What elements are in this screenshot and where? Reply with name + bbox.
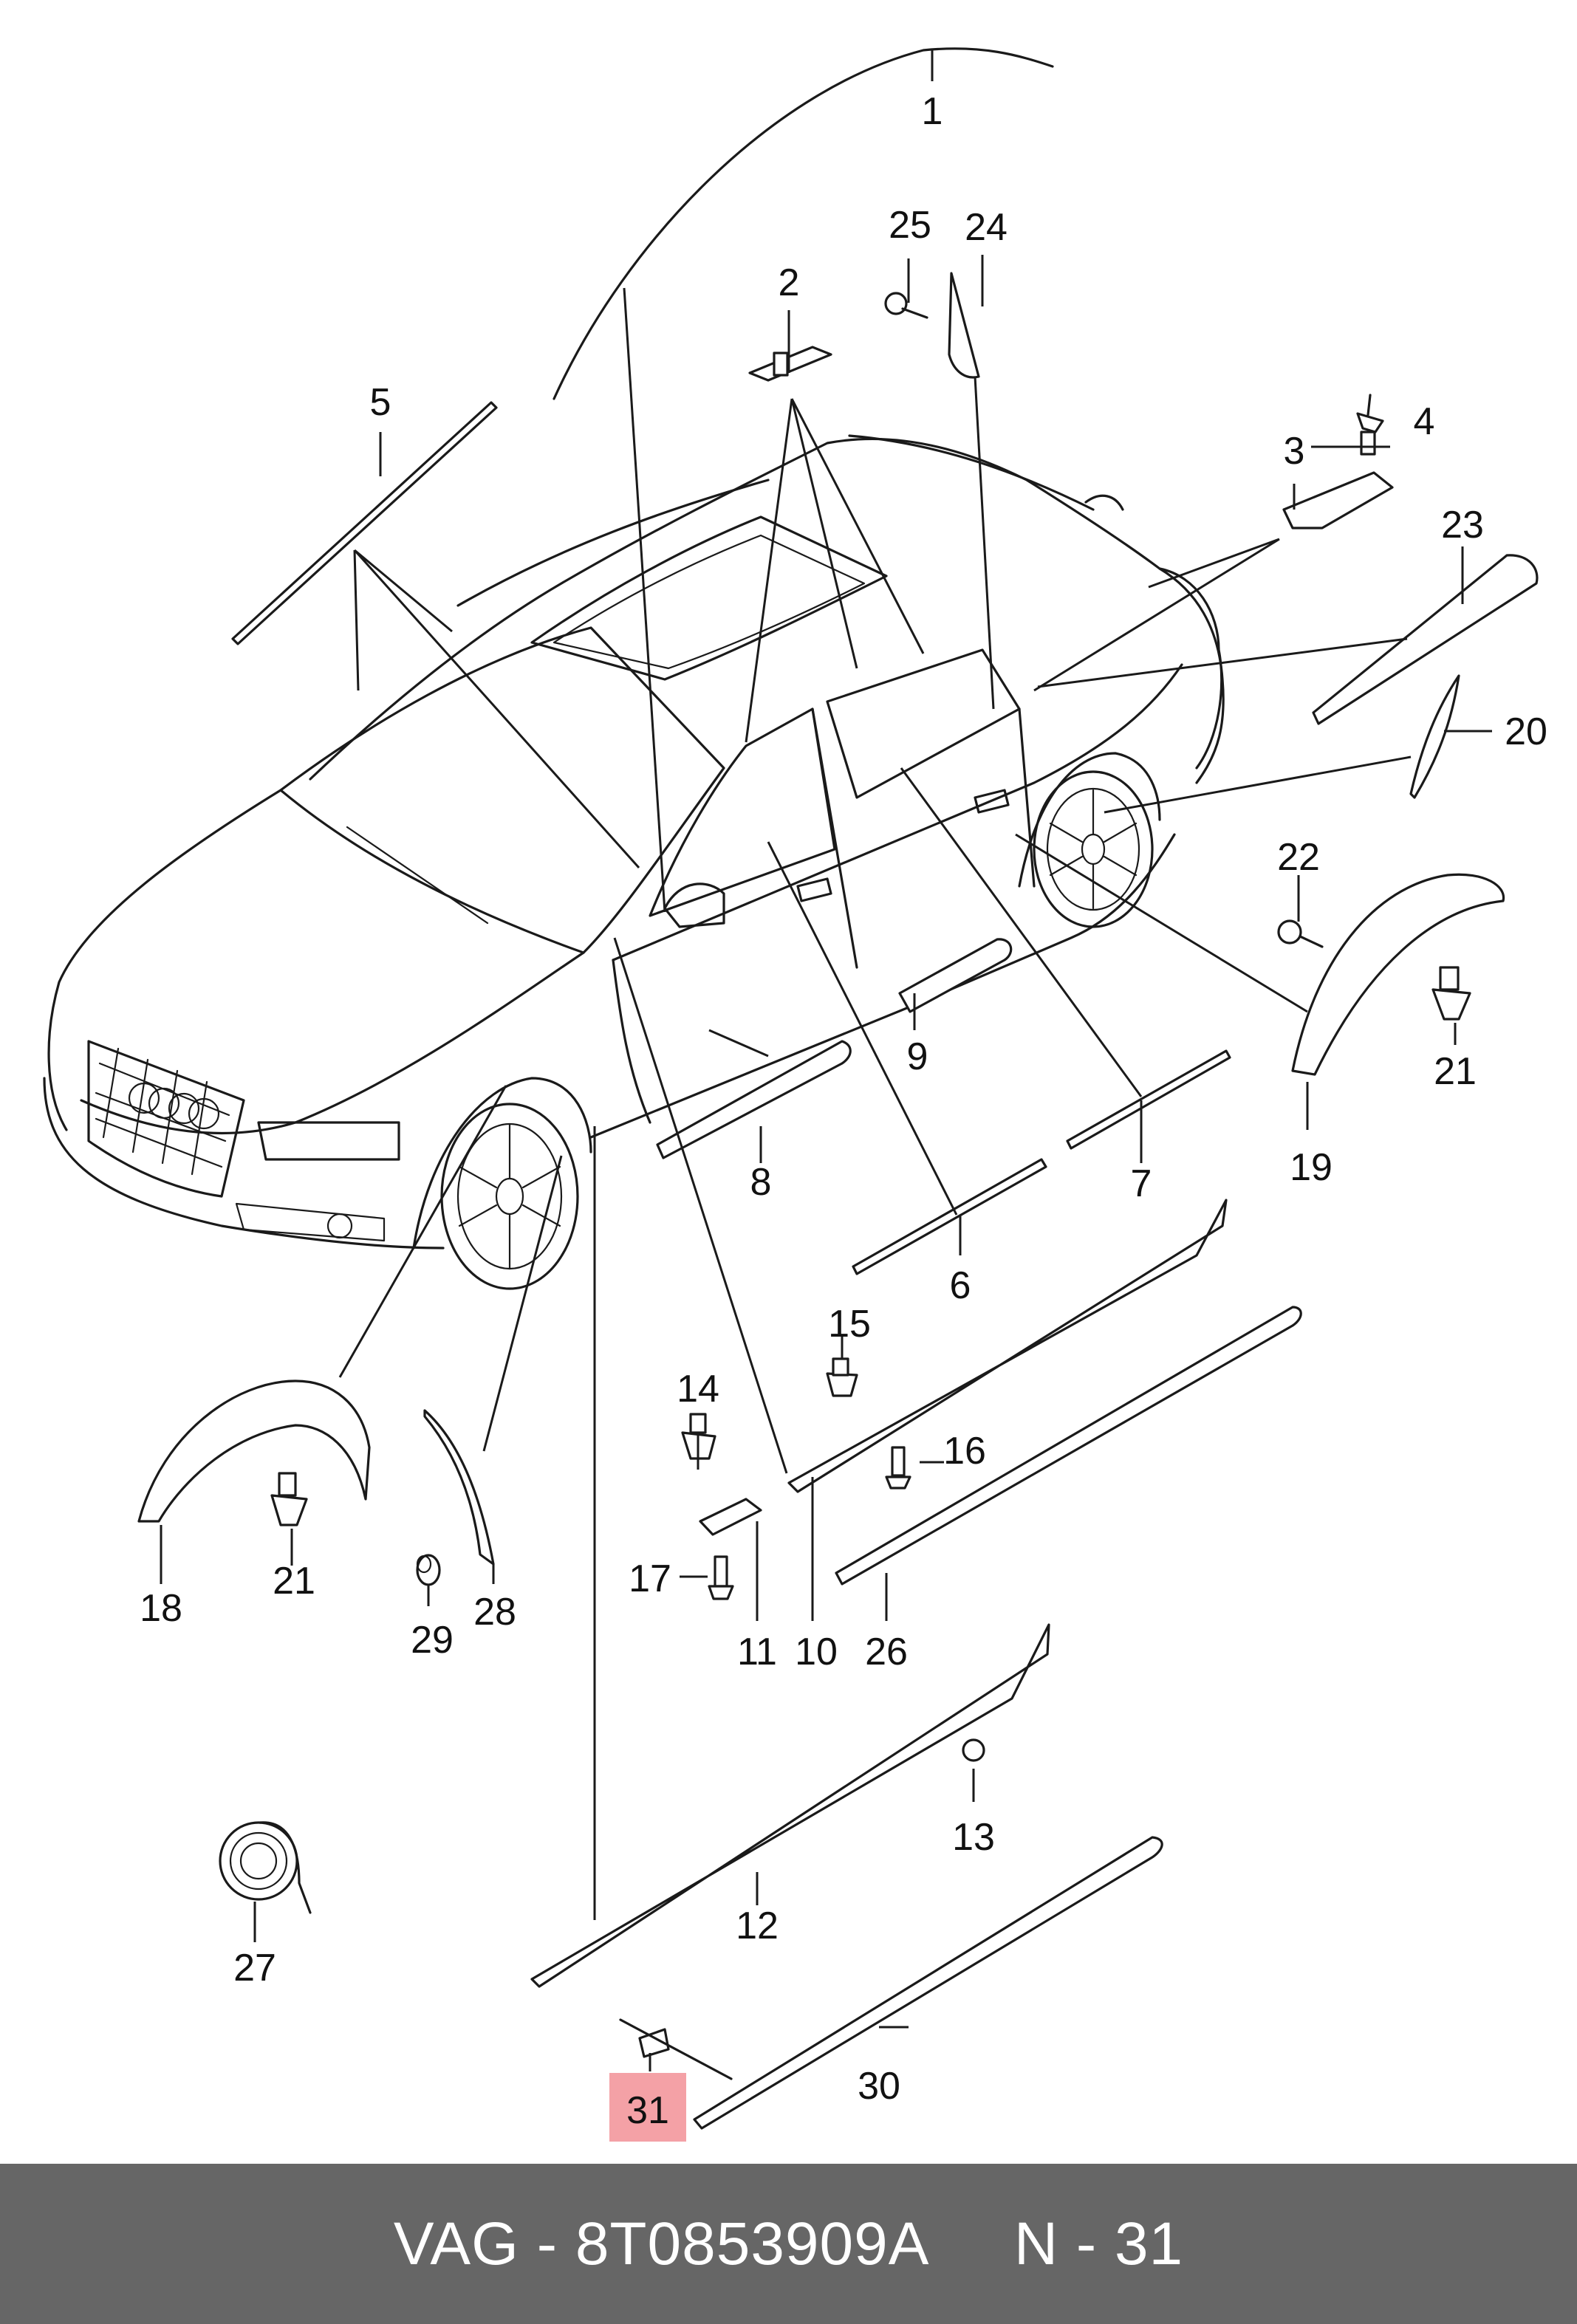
part-9-door-trim <box>898 938 1013 1013</box>
callout-17: 17 <box>629 1557 671 1600</box>
highlight-box-31 <box>609 2073 686 2142</box>
exploded-parts-diagram: 1 2 3 4 5 6 7 8 9 10 11 12 13 14 15 16 1… <box>43 47 1547 2142</box>
car-illustration <box>43 434 1225 1290</box>
part-20-strip <box>1409 674 1460 799</box>
position-separator: - <box>1075 2210 1098 2277</box>
callout-24: 24 <box>965 206 1008 249</box>
part-17-screw <box>708 1555 734 1600</box>
callout-10: 10 <box>795 1631 838 1673</box>
part-13-nut <box>962 1738 985 1762</box>
callout-30: 30 <box>858 2065 900 2108</box>
part-10-sill <box>787 1199 1228 1493</box>
part-19-rear-arch <box>1291 873 1505 1076</box>
callout-26: 26 <box>865 1631 908 1673</box>
callout-9: 9 <box>907 1035 928 1078</box>
callout-5: 5 <box>370 381 391 424</box>
part-31-clip <box>619 2018 733 2080</box>
callout-21-left: 21 <box>273 1560 315 1603</box>
callout-4: 4 <box>1414 400 1435 443</box>
part-4-rivet <box>1356 394 1384 456</box>
part-8-front-door-trim <box>656 1040 852 1159</box>
rear-wheel <box>1033 770 1154 928</box>
parts <box>137 47 1539 2130</box>
part-15-clip <box>826 1357 858 1397</box>
callout-3: 3 <box>1284 430 1305 473</box>
part-6-strip <box>852 1158 1047 1275</box>
callout-2: 2 <box>779 261 800 304</box>
callout-20: 20 <box>1505 710 1547 753</box>
part-info-text: VAG - 8T0853909A N - 31 <box>394 2210 1183 2279</box>
part-26-sill-strip <box>835 1306 1302 1586</box>
part-12-lower-sill <box>530 1623 1050 1988</box>
callout-7: 7 <box>1131 1162 1152 1205</box>
part-11-clip-housing <box>699 1498 762 1536</box>
callout-28: 28 <box>473 1591 516 1634</box>
leader-lines <box>160 50 1492 2071</box>
part-27-tape-roll <box>219 1821 312 1914</box>
front-wheel <box>440 1103 579 1290</box>
callout-18: 18 <box>140 1587 182 1630</box>
part-5-windshield-trim <box>231 401 498 645</box>
callout-12: 12 <box>736 1905 779 1947</box>
part-7-strip <box>1066 1049 1231 1150</box>
callout-21-right: 21 <box>1434 1050 1477 1093</box>
callout-11: 11 <box>737 1631 777 1673</box>
callout-19: 19 <box>1290 1146 1333 1189</box>
part-29-grommet <box>416 1554 441 1586</box>
part-21-clip-right <box>1431 966 1471 1021</box>
callout-25: 25 <box>889 204 931 247</box>
brand-separator: - <box>536 2210 558 2277</box>
callout-27: 27 <box>233 1947 276 1989</box>
part-16-screw <box>885 1446 911 1490</box>
callout-22: 22 <box>1277 836 1320 879</box>
callout-15: 15 <box>828 1303 871 1346</box>
part-28-strip <box>423 1409 495 1566</box>
callout-labels: 1 2 3 4 5 6 7 8 9 10 11 12 13 14 15 16 1… <box>140 90 1547 2142</box>
part-info-footer: VAG - 8T0853909A N - 31 <box>0 2164 1577 2324</box>
part-30-lower-trim <box>693 1836 1163 2130</box>
part-25-screw <box>884 292 928 319</box>
callout-6: 6 <box>950 1264 971 1307</box>
front-grille <box>87 1040 245 1198</box>
part-23-rear-trim <box>1312 554 1539 725</box>
part-1-roof-trim <box>553 47 1054 400</box>
callout-1: 1 <box>922 90 943 133</box>
callout-29: 29 <box>411 1619 454 1662</box>
part-22-screw <box>1277 919 1324 948</box>
callout-13: 13 <box>952 1816 995 1859</box>
part-21-clip-left <box>270 1472 308 1526</box>
position-value: 31 <box>1114 2210 1184 2277</box>
brand-label: VAG <box>393 2210 519 2277</box>
callout-31: 31 <box>626 2089 669 2132</box>
callout-8: 8 <box>750 1161 772 1204</box>
position-label: N <box>1013 2210 1059 2277</box>
part-24-triangle-cover <box>948 272 980 379</box>
callout-14: 14 <box>677 1368 719 1410</box>
part-2-clip <box>748 346 832 382</box>
callout-16: 16 <box>943 1430 986 1473</box>
part-18-front-arch <box>137 1379 371 1523</box>
part-number: 8T0853909A <box>575 2210 926 2277</box>
part-3-bracket <box>1282 471 1394 529</box>
callout-23: 23 <box>1441 504 1484 546</box>
